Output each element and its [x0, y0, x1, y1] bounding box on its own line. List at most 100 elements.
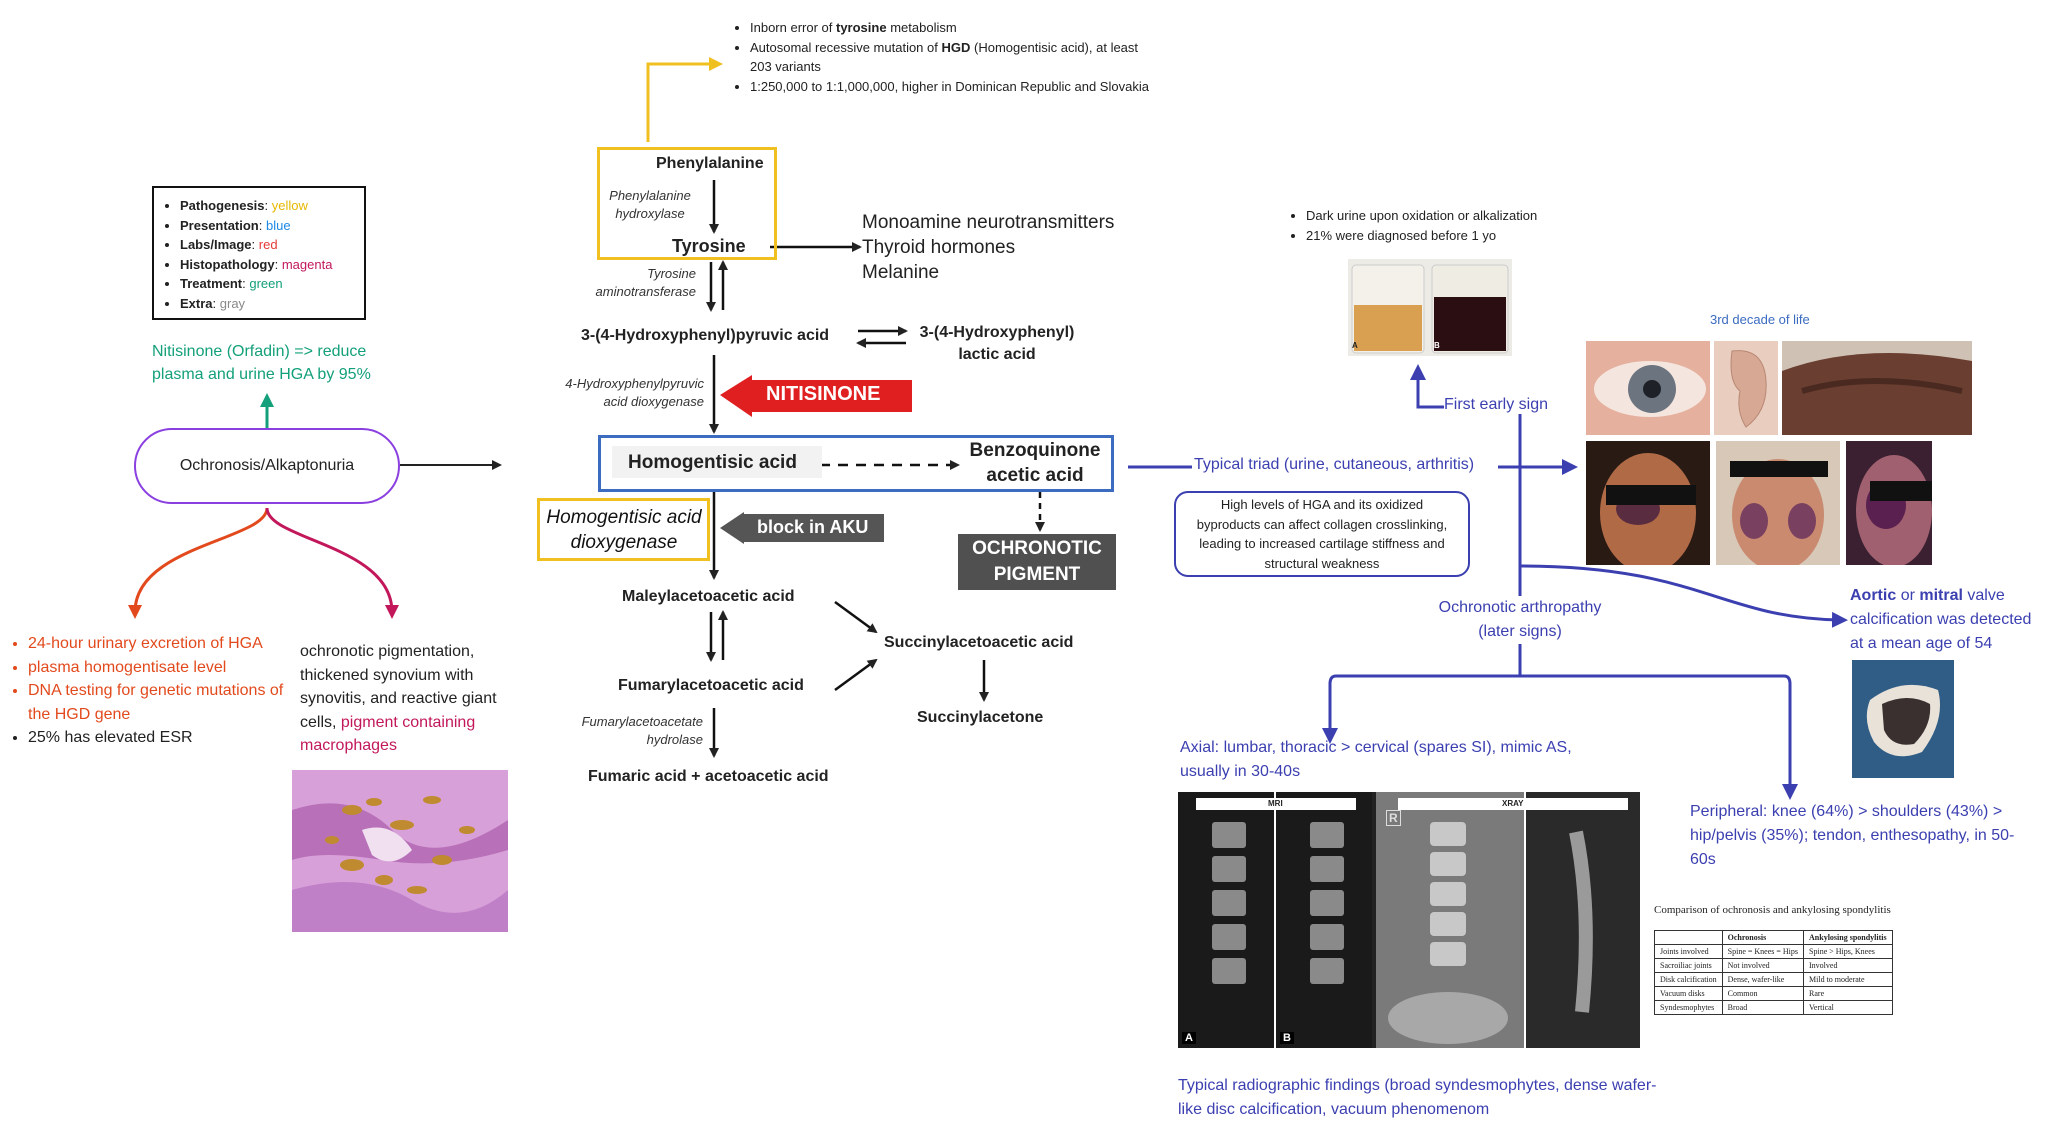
image-label-b: B: [1280, 1032, 1294, 1044]
valve-mitral: mitral: [1919, 587, 1963, 604]
hpla-label: 3-(4-Hydroxyphenyl) lactic acid: [919, 324, 1075, 363]
valve-text: Aortic or mitral valve calcification was…: [1850, 587, 2032, 652]
comparison-title: Comparison of ochronosis and ankylosing …: [1654, 904, 1891, 916]
mechanism-box: High levels of HGA and its oxidized bypr…: [1174, 491, 1470, 577]
histology-image: [292, 770, 508, 932]
hga-shade: [612, 446, 822, 478]
urine-item: 21% were diagnosed before 1 yo: [1306, 226, 1626, 246]
labs-extra: 25% has elevated ESR: [28, 726, 288, 750]
spine-images: MRI A B XRAY R: [1178, 792, 1640, 1048]
pathogenesis-item: 1:250,000 to 1:1,000,000, higher in Domi…: [750, 77, 1150, 97]
mechanism-text: High levels of HGA and its oxidized bypr…: [1196, 497, 1448, 571]
arrow-to-axial: [1322, 674, 1520, 744]
legend-box: Pathogenesis: yellow Presentation: blue …: [152, 186, 366, 320]
hppa-label: 3-(4-Hydroxyphenyl)pyruvic acid: [581, 327, 830, 344]
eye-image: [1586, 341, 1710, 435]
legend-item-labs: Labs/Image: red: [180, 235, 358, 255]
bqa-label: Benzoquinone acetic acid: [969, 440, 1101, 486]
maa-label: Maleylacetoacetic acid: [622, 588, 795, 605]
legend-item-treatment: Treatment: green: [180, 274, 358, 294]
root-node[interactable]: Ochronosis/Alkaptonuria: [134, 428, 400, 504]
comparison-table-wrap: Ochronosis Ankylosing spondylitis Joints…: [1654, 930, 1893, 1015]
hand-image: [1782, 341, 1972, 435]
legend-item-extra: Extra: gray: [180, 294, 358, 314]
valve-aortic: Aortic: [1850, 587, 1897, 604]
histo-prefix: ochronotic pigmentation, thickened synov…: [300, 643, 497, 731]
comparison-table: Ochronosis Ankylosing spondylitis Joints…: [1654, 930, 1893, 1015]
labs-item: DNA testing for genetic mutations of the…: [28, 679, 288, 726]
arrow-to-labs: [128, 507, 269, 619]
legend-item-pathogenesis: Pathogenesis: yellow: [180, 196, 358, 216]
face-image-3: [1846, 441, 1932, 565]
nitisinone-arrow: [720, 375, 912, 417]
urine-label-b: B: [1434, 341, 1440, 350]
third-decade-label: 3rd decade of life: [1710, 312, 1810, 327]
histo-highlight: pigment containing macrophages: [300, 713, 476, 755]
face-image-2: [1716, 441, 1840, 565]
product-item: Monoamine neurotransmitters: [862, 212, 1115, 233]
cutaneous-images: [1586, 341, 1972, 565]
labs-item: plasma homogentisate level: [28, 656, 288, 680]
table-header-row: Ochronosis Ankylosing spondylitis: [1654, 930, 1893, 945]
nitisinone-label: NITISINONE: [766, 383, 881, 405]
ochronotic-pigment-box: OCHRONOTIC PIGMENT: [958, 534, 1116, 590]
pathogenesis-item: Autosomal recessive mutation of HGD (Hom…: [750, 38, 1150, 77]
phenylalanine-label: Phenylalanine: [656, 155, 764, 172]
pathogenesis-item: Inborn error of tyrosine metabolism: [750, 18, 1150, 38]
arrow-to-histo: [265, 507, 399, 619]
xray-label: XRAY: [1502, 799, 1524, 808]
hga-label: Homogentisic acid: [628, 452, 797, 473]
valve-image: [1852, 660, 1954, 778]
face-image-1: [1586, 441, 1710, 565]
arrow-to-valve: [1519, 564, 1848, 628]
axial-text: Axial: lumbar, thoracic > cervical (spar…: [1180, 739, 1572, 780]
pathogenesis-list: Inborn error of tyrosine metabolism Auto…: [730, 18, 1150, 96]
block-arrow: [720, 512, 884, 544]
block-label: block in AKU: [757, 517, 869, 537]
fah-label: Fumarylacetoacetate hydrolase: [581, 714, 703, 747]
urine-image: A B: [1348, 259, 1512, 356]
ear-image: [1714, 341, 1778, 435]
product-item: Melanine: [862, 262, 940, 283]
arrow-to-pathogenesis: [646, 57, 723, 142]
hgd-label: Homogentisic acid dioxygenase: [546, 507, 702, 553]
peripheral-text: Peripheral: knee (64%) > shoulders (43%)…: [1690, 803, 2015, 868]
arthropathy-label: Ochronotic arthropathy (later signs): [1424, 596, 1616, 644]
tat-label: Tyrosine aminotransferase: [595, 266, 696, 299]
faa-label: Fumarylacetoacetic acid: [618, 677, 804, 694]
legend-item-histopathology: Histopathology: magenta: [180, 255, 358, 275]
mri-label: MRI: [1268, 799, 1283, 808]
xray-image: XRAY R: [1376, 792, 1640, 1048]
histo-text: ochronotic pigmentation, thickened synov…: [300, 640, 508, 758]
arrow-to-peripheral: [1520, 674, 1798, 800]
image-label-r: R: [1386, 810, 1401, 826]
labs-list: 24-hour urinary excretion of HGA plasma …: [8, 632, 288, 750]
pah-label: Phenylalanine hydroxylase: [609, 188, 691, 221]
hgd-box: [537, 498, 710, 561]
treatment-text: Nitisinone (Orfadin) => reduce plasma an…: [152, 343, 371, 383]
urine-list: Dark urine upon oxidation or alkalizatio…: [1286, 206, 1626, 245]
saa-label: Succinylacetoacetic acid: [884, 634, 1074, 651]
product-item: Thyroid hormones: [862, 237, 1016, 258]
first-sign-label: First early sign: [1444, 396, 1549, 414]
triad-label: Typical triad (urine, cutaneous, arthrit…: [1192, 456, 1477, 474]
legend-item-presentation: Presentation: blue: [180, 216, 358, 236]
tyrosine-label: Tyrosine: [672, 236, 746, 256]
final-label: Fumaric acid + acetoacetic acid: [588, 768, 829, 785]
sa-label: Succinylacetone: [917, 709, 1044, 726]
arrow-first-sign: [1410, 364, 1522, 467]
hga-box: [598, 435, 1114, 492]
phenylalanine-box: [597, 147, 777, 260]
radiographic-text: Typical radiographic findings (broad syn…: [1178, 1077, 1657, 1118]
urine-label-a: A: [1352, 341, 1358, 350]
labs-item: 24-hour urinary excretion of HGA: [28, 632, 288, 656]
mri-image: MRI A B: [1178, 792, 1372, 1048]
urine-item: Dark urine upon oxidation or alkalizatio…: [1306, 206, 1626, 226]
tyrosine-products: Monoamine neurotransmitters Thyroid horm…: [862, 210, 1114, 285]
